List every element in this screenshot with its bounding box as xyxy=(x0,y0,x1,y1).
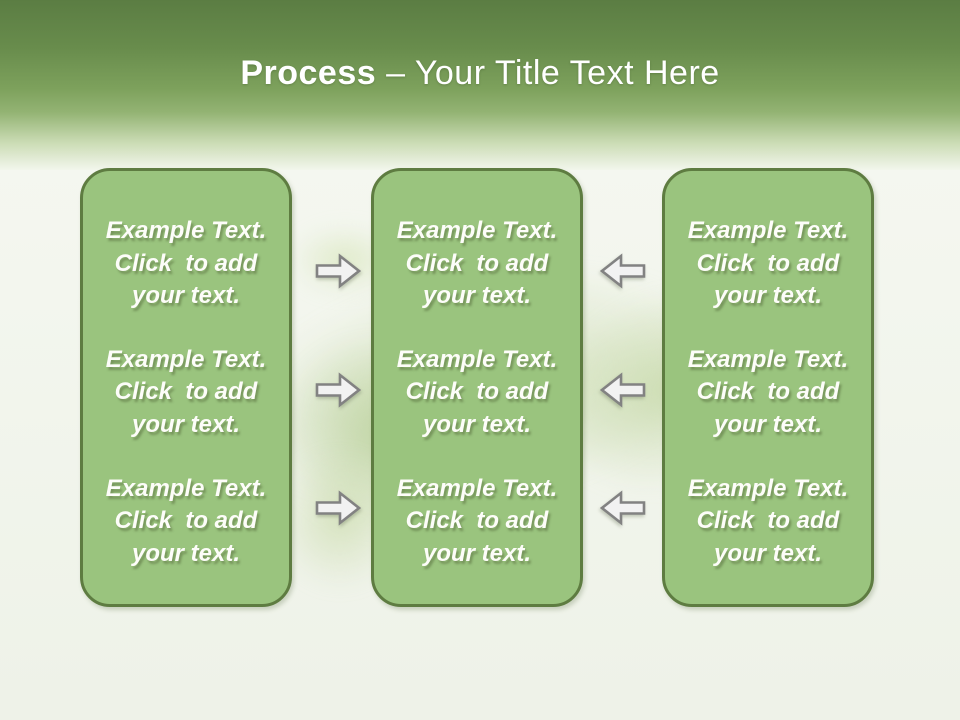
text-placeholder[interactable]: Example Text. Click to add your text. xyxy=(687,474,849,567)
title-placeholder-text: Your Title Text Here xyxy=(414,54,720,92)
block-arrow-right-icon xyxy=(315,253,361,289)
header-gradient xyxy=(0,0,960,170)
slide-title[interactable]: Process – Your Title Text Here xyxy=(0,52,960,94)
text-placeholder[interactable]: Example Text. Click to add your text. xyxy=(687,217,849,309)
text-placeholder[interactable]: Example Text. Click to add your text. xyxy=(105,474,267,567)
text-placeholder[interactable]: Example Text. Click to add your text. xyxy=(396,474,558,567)
block-arrow-right-icon xyxy=(315,372,361,408)
process-box-right[interactable]: Example Text. Click to add your text. Ex… xyxy=(662,168,874,607)
text-placeholder[interactable]: Example Text. Click to add your text. xyxy=(105,217,267,309)
text-placeholder[interactable]: Example Text. Click to add your text. xyxy=(105,345,267,438)
process-box-left[interactable]: Example Text. Click to add your text. Ex… xyxy=(80,168,292,607)
process-box-middle[interactable]: Example Text. Click to add your text. Ex… xyxy=(371,168,583,607)
text-placeholder[interactable]: Example Text. Click to add your text. xyxy=(396,217,558,309)
title-separator: – xyxy=(376,54,415,92)
title-keyword: Process xyxy=(240,54,377,92)
block-arrow-right-icon xyxy=(315,490,361,526)
block-arrow-left-icon xyxy=(600,253,646,289)
text-placeholder[interactable]: Example Text. Click to add your text. xyxy=(687,345,849,438)
block-arrow-left-icon xyxy=(600,490,646,526)
text-placeholder[interactable]: Example Text. Click to add your text. xyxy=(396,345,558,438)
block-arrow-left-icon xyxy=(600,372,646,408)
